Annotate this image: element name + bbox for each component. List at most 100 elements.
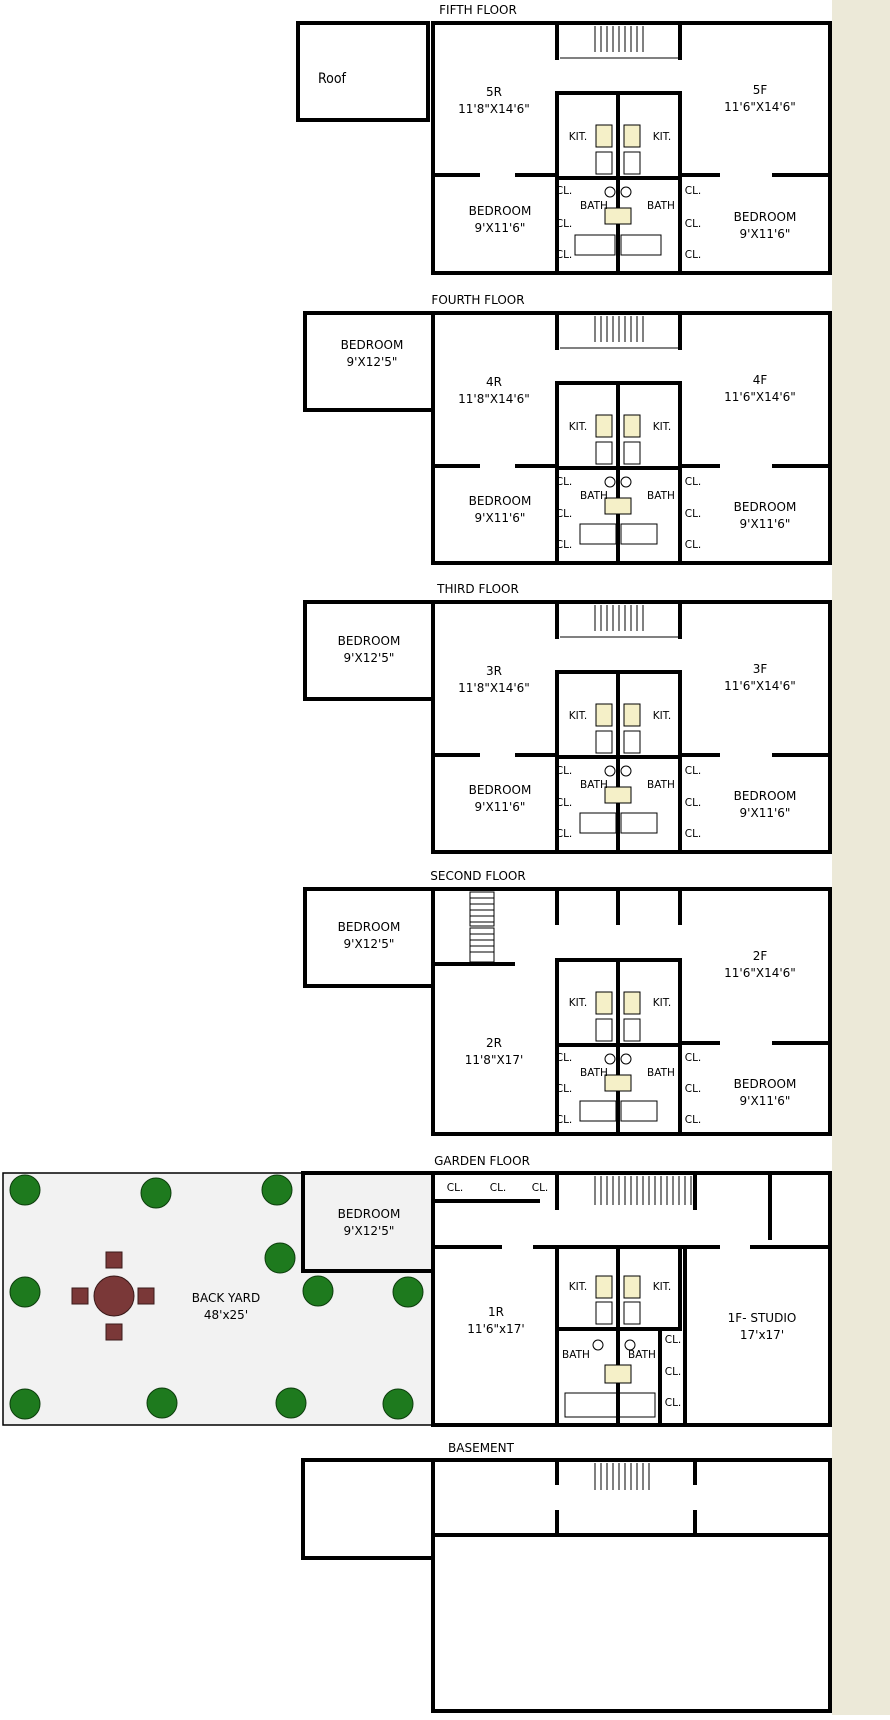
bedroom-right-name: BEDROOM	[734, 500, 797, 514]
bedroom-right-size: 9'X11'6"	[740, 806, 791, 820]
closet-label: CL.	[665, 1334, 682, 1346]
unit-3r-size: 11'8"X14'6"	[458, 681, 530, 695]
closet-label: CL.	[447, 1182, 464, 1194]
kitchen-label: KIT.	[569, 997, 588, 1009]
floor-title: FIFTH FLOOR	[439, 3, 517, 17]
fourth-floor-plan: FOURTH FLOOR BEDROOM 9'X12'5" 4R 11'8"X1…	[303, 293, 832, 565]
closet-label: CL.	[556, 1083, 573, 1095]
bedroom-left-name: BEDROOM	[469, 494, 532, 508]
bath-label: BATH	[647, 200, 675, 212]
fifth-floor-plan: FIFTH FLOOR Roof 5R 11'8"X14'6" 5F 11'6"…	[296, 3, 832, 275]
shrub	[264, 1242, 296, 1274]
closet-label: CL.	[685, 1083, 702, 1095]
patio-chair	[105, 1323, 123, 1341]
closet-label: CL.	[556, 218, 573, 230]
second-floor-plan: SECOND FLOOR BEDROOM 9'X12'5" 2R 11'8"X1…	[303, 869, 832, 1136]
third-floor-plan: THIRD FLOOR BEDROOM 9'X12'5" 3R 11'8"X14…	[303, 582, 832, 854]
floor-title: GARDEN FLOOR	[434, 1154, 530, 1168]
rear-bedroom-size: 9'X12'5"	[344, 651, 395, 665]
floor-title: FOURTH FLOOR	[431, 293, 524, 307]
closet-label: CL.	[685, 797, 702, 809]
unit-4r-name: 4R	[486, 375, 502, 389]
unit-4r-size: 11'8"X14'6"	[458, 392, 530, 406]
bath-label: BATH	[580, 490, 608, 502]
shrub	[302, 1275, 334, 1307]
kitchen-label: KIT.	[653, 1281, 672, 1293]
shrub	[275, 1387, 307, 1419]
patio-chair	[137, 1287, 155, 1305]
closet-label: CL.	[556, 185, 573, 197]
unit-1f-size: 17'x17'	[740, 1328, 784, 1342]
bath-label: BATH	[580, 200, 608, 212]
patio-chair	[105, 1251, 123, 1269]
unit-2f-size: 11'6"X14'6"	[724, 966, 796, 980]
rear-bedroom-name: BEDROOM	[338, 920, 401, 934]
unit-5r-size: 11'8"X14'6"	[458, 102, 530, 116]
closet-label: CL.	[556, 797, 573, 809]
rear-bedroom-name: BEDROOM	[338, 1207, 401, 1221]
patio-chair	[71, 1287, 89, 1305]
bedroom-right-size: 9'X11'6"	[740, 1094, 791, 1108]
closet-label: CL.	[556, 249, 573, 261]
closet-label: CL.	[556, 765, 573, 777]
garden-floor-plan: GARDEN FLOOR	[2, 1154, 832, 1427]
kitchen-label: KIT.	[569, 131, 588, 143]
kitchen-label: KIT.	[569, 421, 588, 433]
bedroom-right-name: BEDROOM	[734, 1077, 797, 1091]
unit-3r-name: 3R	[486, 664, 502, 678]
shrub	[9, 1276, 41, 1308]
bedroom-left-size: 9'X11'6"	[475, 511, 526, 525]
closet-label: CL.	[685, 249, 702, 261]
bath-label: BATH	[647, 779, 675, 791]
rear-bedroom-size: 9'X12'5"	[347, 355, 398, 369]
unit-3f-name: 3F	[753, 662, 768, 676]
shrub-group	[9, 1174, 424, 1420]
back-yard-name: BACK YARD	[192, 1291, 260, 1305]
unit-2r-size: 11'8"X17'	[465, 1053, 524, 1067]
shrub	[261, 1174, 293, 1206]
closet-label: CL.	[685, 1114, 702, 1126]
closet-label: CL.	[685, 765, 702, 777]
unit-2r-name: 2R	[486, 1036, 502, 1050]
closet-label: CL.	[685, 476, 702, 488]
unit-4f-size: 11'6"X14'6"	[724, 390, 796, 404]
unit-1r-size: 11'6"x17'	[467, 1322, 524, 1336]
bath-label: BATH	[580, 779, 608, 791]
shrub	[140, 1177, 172, 1209]
bedroom-left-name: BEDROOM	[469, 783, 532, 797]
unit-5r-name: 5R	[486, 85, 502, 99]
closet-label: CL.	[685, 1052, 702, 1064]
closet-label: CL.	[532, 1182, 549, 1194]
unit-3f-size: 11'6"X14'6"	[724, 679, 796, 693]
unit-1f-name: 1F- STUDIO	[728, 1311, 797, 1325]
closet-label: CL.	[490, 1182, 507, 1194]
shrub	[9, 1388, 41, 1420]
closet-label: CL.	[556, 508, 573, 520]
closet-label: CL.	[556, 828, 573, 840]
bath-label: BATH	[647, 1067, 675, 1079]
patio-table	[93, 1275, 135, 1317]
shrub	[146, 1387, 178, 1419]
bath-label: BATH	[628, 1349, 656, 1361]
bath-label: BATH	[580, 1067, 608, 1079]
kitchen-label: KIT.	[653, 131, 672, 143]
floor-title: THIRD FLOOR	[436, 582, 519, 596]
unit-1r-name: 1R	[488, 1305, 504, 1319]
rear-bedroom-name: BEDROOM	[341, 338, 404, 352]
unit-5f-name: 5F	[753, 83, 768, 97]
shrub	[9, 1174, 41, 1206]
shrub	[382, 1388, 414, 1420]
bedroom-right-size: 9'X11'6"	[740, 517, 791, 531]
unit-2f-name: 2F	[753, 949, 768, 963]
kitchen-label: KIT.	[653, 997, 672, 1009]
unit-5f-size: 11'6"X14'6"	[724, 100, 796, 114]
kitchen-label: KIT.	[569, 710, 588, 722]
back-yard-size: 48'x25'	[204, 1308, 248, 1322]
bedroom-right-name: BEDROOM	[734, 210, 797, 224]
unit-4f-name: 4F	[753, 373, 768, 387]
closet-label: CL.	[685, 185, 702, 197]
closet-label: CL.	[556, 476, 573, 488]
bedroom-left-size: 9'X11'6"	[475, 221, 526, 235]
